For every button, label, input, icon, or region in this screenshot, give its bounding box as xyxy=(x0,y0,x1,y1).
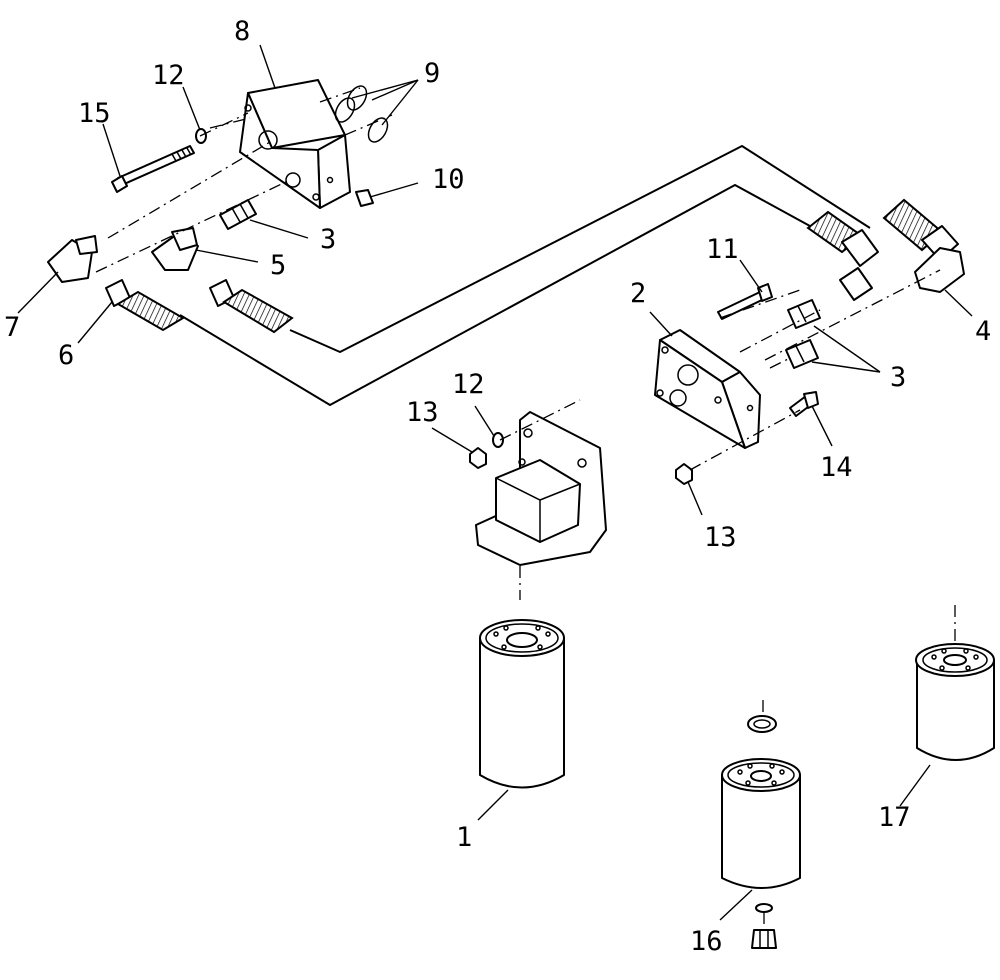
drain-plug-16 xyxy=(751,929,777,949)
washer-lower xyxy=(492,432,504,448)
hose-fitting-left xyxy=(105,279,185,332)
adapter-upper xyxy=(219,199,257,230)
nut-lower xyxy=(675,463,693,485)
callout-17: 17 xyxy=(878,802,911,833)
long-bolt xyxy=(111,145,195,193)
callout-2: 2 xyxy=(630,278,646,309)
drain-seal-16 xyxy=(755,903,773,913)
callout-13-upper: 13 xyxy=(406,397,439,428)
filter-cartridge-16 xyxy=(721,758,801,889)
callout-16: 16 xyxy=(690,926,723,957)
plug xyxy=(355,189,374,207)
elbow-5 xyxy=(151,227,199,271)
callout-11: 11 xyxy=(706,234,739,265)
callout-1: 1 xyxy=(456,822,472,853)
callout-3-upper: 3 xyxy=(320,224,336,255)
callout-labels: 8 9 12 15 10 3 5 7 6 11 2 4 3 12 13 14 1… xyxy=(4,16,991,957)
callout-7: 7 xyxy=(4,312,20,343)
hose-fitting-right-lower xyxy=(806,210,879,301)
callout-9: 9 xyxy=(424,58,440,89)
callout-12-lower: 12 xyxy=(452,369,485,400)
filter-head-block-upper xyxy=(239,79,351,209)
nut-upper xyxy=(469,447,487,469)
hose-lower xyxy=(179,184,831,406)
filter-bracket xyxy=(475,411,607,566)
bolt-14 xyxy=(789,391,819,417)
adapter-lower-2 xyxy=(785,339,819,369)
center-lines xyxy=(95,87,956,928)
seal-ring-16 xyxy=(747,715,777,733)
filter-cartridge-1 xyxy=(479,619,565,789)
callout-15: 15 xyxy=(78,98,111,129)
callout-6: 6 xyxy=(58,340,74,371)
leader-lines xyxy=(17,44,973,921)
callout-3-lower: 3 xyxy=(890,362,906,393)
callout-5: 5 xyxy=(270,250,286,281)
callout-8: 8 xyxy=(234,16,250,47)
adapter-lower-1 xyxy=(787,299,821,329)
bolt-11 xyxy=(717,283,773,320)
hose-upper xyxy=(289,145,871,353)
callout-12-upper: 12 xyxy=(152,60,185,91)
callout-4: 4 xyxy=(975,316,991,347)
elbow-7 xyxy=(47,235,98,283)
callout-13-lower: 13 xyxy=(704,522,737,553)
filter-cartridge-17 xyxy=(915,643,995,761)
callout-10: 10 xyxy=(432,164,465,195)
filter-head-block-lower xyxy=(654,329,761,449)
callout-14: 14 xyxy=(820,452,853,483)
hose-fitting-center xyxy=(209,279,294,334)
